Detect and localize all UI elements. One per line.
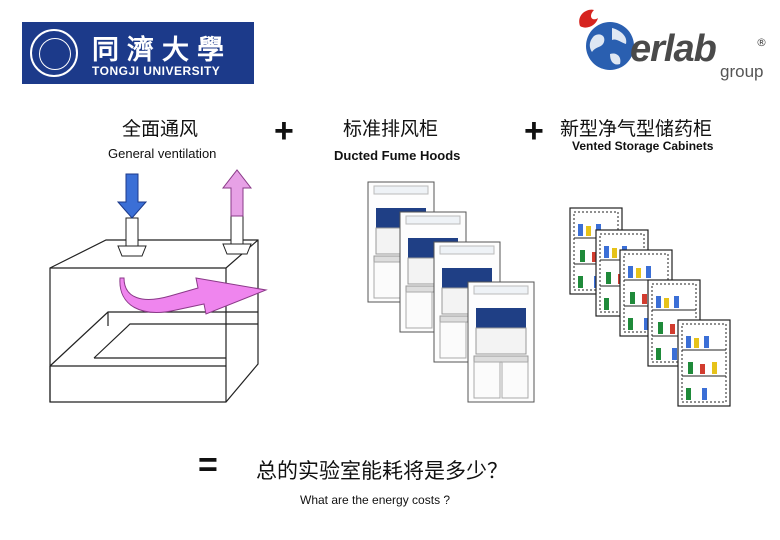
tongji-university-logo: 同濟大學 TONGJI UNIVERSITY [22,22,254,84]
plus-operator-1: + [274,112,294,151]
erlab-group-text: group [720,62,763,82]
tongji-english-name: TONGJI UNIVERSITY [92,64,220,78]
airflow-curve-arrow-icon [120,278,266,314]
erlab-group-logo: erlab ® group [572,6,768,86]
exhaust-air-arrow-icon [223,170,251,216]
equals-operator: = [198,446,218,485]
energy-question-en: What are the energy costs ? [300,493,450,507]
room-outline [50,240,258,402]
erlab-wordmark: erlab [630,28,716,71]
energy-question-cn: 总的实验室能耗将是多少？ [256,455,508,485]
university-seal-icon [30,29,78,77]
registered-mark: ® [756,36,767,49]
storage-cabinets-title-en: Vented Storage Cabinets [572,139,713,153]
exhaust-diffuser [223,216,251,254]
storage-cabinet-5 [678,320,730,406]
storage-cabinets-illustration [566,204,736,418]
supply-diffuser [118,218,146,256]
tongji-chinese-name: 同濟大學 [92,28,232,67]
storage-cabinets-title-cn: 新型净气型储药柜 [560,114,712,141]
fume-hood-4 [468,282,534,402]
plus-operator-2: + [524,112,544,151]
fume-hoods-title-en: Ducted Fume Hoods [334,148,460,163]
fume-hoods-title-cn: 标准排风柜 [343,114,438,141]
general-ventilation-title-cn: 全面通风 [122,114,198,141]
fume-hoods-illustration [360,178,540,418]
general-ventilation-title-en: General ventilation [108,146,216,161]
supply-air-arrow-icon [118,174,146,218]
ventilated-room-diagram [30,166,280,411]
